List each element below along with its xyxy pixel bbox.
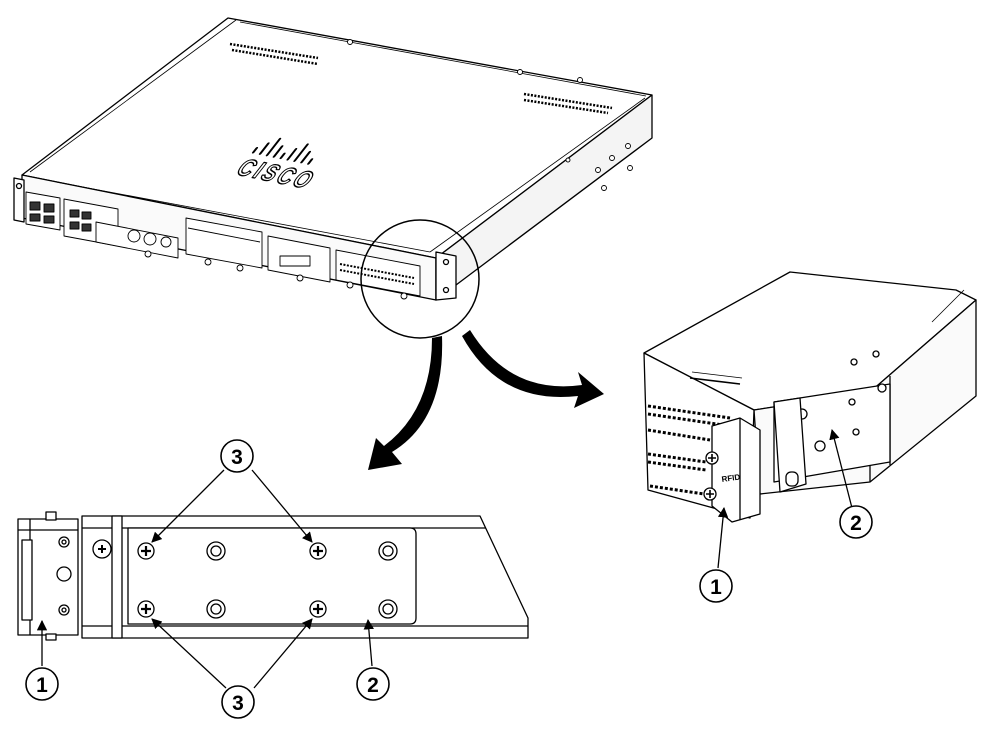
callout-2-front: 2	[356, 667, 390, 701]
callout-3-bottom: 3	[221, 685, 255, 719]
pointer-arrows	[368, 330, 604, 470]
magnifier-circle	[360, 219, 480, 339]
callout-1-side: 1	[699, 569, 733, 603]
mounting-bracket-side	[773, 350, 891, 493]
screw-bottom-left	[137, 600, 155, 618]
arrow-to-front-detail	[368, 336, 443, 470]
callout-2-side: 2	[839, 505, 873, 539]
rack-ear-front	[17, 511, 79, 641]
svg-text:1: 1	[36, 674, 48, 697]
front-panel-ports	[25, 191, 421, 300]
svg-text:3: 3	[232, 692, 244, 715]
screw-bottom-right	[309, 600, 327, 618]
mounting-bracket-front	[127, 527, 417, 625]
front-detail-view	[17, 511, 529, 641]
right-rack-ear	[435, 251, 457, 301]
svg-text:3: 3	[231, 446, 243, 469]
screw-top-left	[137, 542, 155, 560]
arrow-to-side-detail	[462, 330, 604, 408]
left-rack-ear	[13, 177, 25, 223]
screw-top-right	[309, 542, 327, 560]
rail-post	[111, 515, 123, 639]
svg-text:1: 1	[710, 576, 722, 599]
callout-1-front: 1	[25, 667, 59, 701]
top-screws	[347, 39, 633, 191]
callout-bubbles: 3 3 1 2 1 2	[25, 439, 873, 719]
rack-ear-side	[703, 417, 761, 523]
rail-cross-screw	[92, 539, 112, 559]
rfid-label: RFID	[721, 472, 741, 484]
side-front-ports	[647, 404, 731, 496]
side-detail-leaders	[717, 428, 853, 569]
svg-text:2: 2	[367, 674, 379, 697]
phillips-screws	[137, 542, 327, 618]
front-detail-leaders	[36, 469, 374, 689]
callout-3-top: 3	[220, 439, 254, 473]
side-detail-view: RFID	[643, 271, 977, 523]
vent-slots	[229, 42, 613, 115]
svg-text:2: 2	[850, 512, 862, 535]
router-chassis: CISCO	[13, 17, 653, 301]
